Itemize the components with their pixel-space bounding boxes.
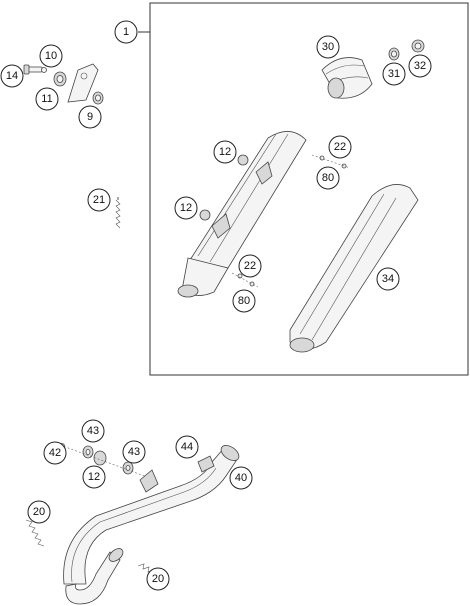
callout-80: 80 [232, 289, 256, 313]
callout-22: 22 [328, 135, 352, 159]
nut-part [249, 281, 255, 287]
callout-31: 31 [382, 62, 406, 86]
svg-text:21: 21 [93, 194, 105, 206]
svg-text:80: 80 [322, 172, 334, 184]
clip-part [197, 455, 215, 473]
svg-text:32: 32 [414, 60, 426, 72]
bracket-part [67, 63, 99, 103]
silencer-assembly-frame [149, 2, 469, 376]
header-mount-hardware [59, 443, 151, 479]
callout-44: 44 [175, 435, 199, 459]
callout-12: 12 [174, 196, 198, 220]
svg-text:20: 20 [33, 506, 45, 518]
insert-part [388, 47, 400, 61]
svg-text:22: 22 [334, 141, 346, 153]
spring-part [25, 519, 45, 547]
callout-22: 22 [238, 254, 262, 278]
callout-32: 32 [408, 54, 432, 78]
svg-text:12: 12 [180, 202, 192, 214]
callout-20: 20 [146, 567, 170, 591]
washer-part [41, 67, 47, 73]
svg-text:43: 43 [87, 425, 99, 437]
callout-12: 12 [82, 465, 106, 489]
callout-80: 80 [316, 166, 340, 190]
silencer-body-part [177, 131, 307, 298]
svg-text:34: 34 [382, 273, 394, 285]
spring-part [115, 197, 121, 229]
callout-30: 30 [316, 35, 340, 59]
callout-14: 14 [0, 64, 24, 88]
svg-text:20: 20 [152, 573, 164, 585]
callout-43: 43 [81, 419, 105, 443]
svg-text:40: 40 [235, 472, 247, 484]
callout-9: 9 [78, 105, 102, 129]
plug-part [411, 39, 425, 53]
callout-10: 10 [39, 44, 63, 68]
grommet-part [199, 209, 211, 221]
callout-12: 12 [213, 140, 237, 164]
grommet-part [237, 154, 249, 166]
callout-20: 20 [27, 500, 51, 524]
svg-text:80: 80 [238, 295, 250, 307]
end-cap-part [321, 57, 373, 99]
svg-text:43: 43 [128, 446, 140, 458]
mounting-bracket-group [23, 63, 104, 105]
svg-text:22: 22 [244, 260, 256, 272]
svg-text:44: 44 [181, 441, 193, 453]
callout-42: 42 [43, 441, 67, 465]
svg-text:10: 10 [45, 50, 57, 62]
callout-21: 21 [87, 188, 111, 212]
svg-text:1: 1 [123, 26, 129, 38]
rubber-part [92, 91, 104, 105]
callout-1: 1 [114, 20, 138, 44]
header-pipe-part [63, 445, 240, 605]
callout-34: 34 [376, 267, 400, 291]
bushing-part [53, 71, 67, 87]
svg-text:31: 31 [388, 68, 400, 80]
silencer-cover-part [289, 184, 419, 353]
callout-43: 43 [122, 440, 146, 464]
svg-text:12: 12 [88, 471, 100, 483]
svg-text:42: 42 [49, 447, 61, 459]
svg-text:30: 30 [322, 41, 334, 53]
bolt-part [23, 64, 43, 75]
callout-11: 11 [35, 87, 59, 111]
svg-text:11: 11 [41, 93, 52, 105]
svg-text:14: 14 [6, 70, 18, 82]
svg-text:12: 12 [219, 146, 231, 158]
callout-40: 40 [229, 466, 253, 490]
svg-text:9: 9 [87, 111, 93, 123]
